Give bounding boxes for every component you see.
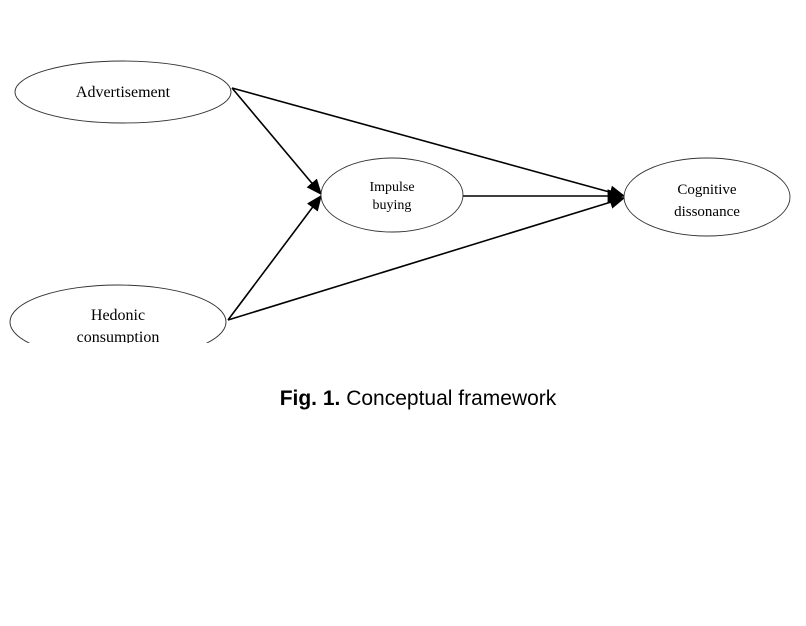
arrow-advertisement-to-impulse: [231, 87, 323, 196]
node-hedonic-label: consumption: [77, 329, 160, 346]
arrow-hedonic-to-impulse: [227, 194, 322, 321]
node-impulse-ellipse: [320, 157, 464, 233]
figure-title: Conceptual framework: [340, 387, 557, 410]
node-cognitive-label: dissonance: [674, 204, 740, 220]
node-advertisement: Advertisement: [14, 60, 232, 124]
figure-caption: Fig. 1. Conceptual framework: [0, 387, 806, 411]
arrow-hedonic-to-cognitive: [227, 195, 626, 321]
node-advertisement-label: Advertisement: [76, 84, 171, 101]
figure-label: Fig. 1.: [279, 387, 341, 410]
node-hedonic: Hedonic consumption: [9, 284, 227, 346]
node-hedonic-label: Hedonic: [91, 307, 145, 324]
node-impulse-label: Impulse: [369, 180, 414, 195]
node-impulse-label: buying: [373, 198, 412, 213]
arrow-advertisement-to-cognitive: [231, 87, 626, 199]
node-hedonic-ellipse: [9, 284, 227, 343]
node-cognitive: Cognitive dissonance: [623, 157, 791, 237]
node-cognitive-ellipse: [623, 157, 791, 237]
node-impulse: Impulse buying: [320, 157, 464, 233]
node-advertisement-ellipse: [14, 60, 232, 124]
node-cognitive-label: Cognitive: [677, 182, 737, 198]
